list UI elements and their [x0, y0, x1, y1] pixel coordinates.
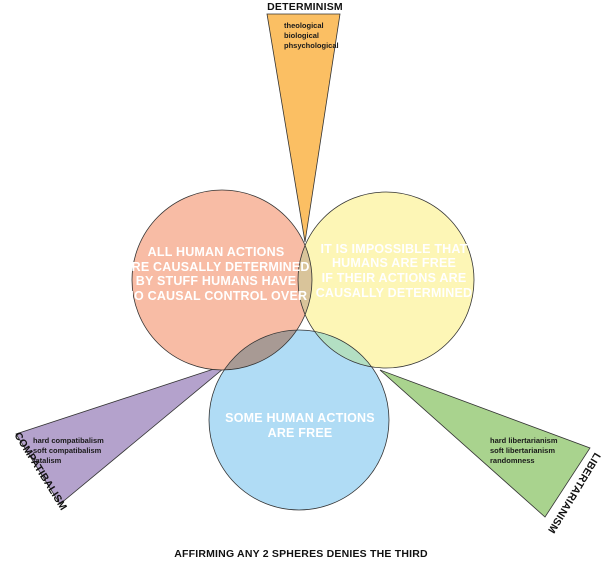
circle-bottom [209, 330, 389, 510]
circle-left-line-3: BY STUFF HUMANS HAVE [136, 274, 297, 288]
circle-left [132, 190, 312, 370]
circle-left-line-1: ALL HUMAN ACTIONS [148, 245, 285, 259]
footer-caption: AFFIRMING ANY 2 SPHERES DENIES THE THIRD [174, 548, 428, 560]
libertarianism-item-3: randomness [490, 456, 535, 465]
compatibalism-cone [15, 363, 230, 505]
circle-right-line-3: IF THEIR ACTIONS ARE [322, 271, 467, 285]
compatibalism-item-2: soft compatibalism [33, 446, 102, 455]
libertarianism-cone [379, 369, 591, 518]
determinism-item-1: theological [284, 21, 324, 30]
circle-right-line-2: HUMANS ARE FREE [332, 256, 456, 270]
libertarianism-item-2: soft libertarianism [490, 446, 555, 455]
circle-right-line-1: IT IS IMPOSSIBLE THAT [320, 242, 467, 256]
circle-right-line-4: CAUSALLY DETERMINED [316, 286, 473, 300]
circle-bottom-line-1: SOME HUMAN ACTIONS [225, 411, 375, 425]
determinism-item-3: phsychological [284, 41, 339, 50]
compatibalism-item-1: hard compatibalism [33, 436, 104, 445]
circle-left-line-4: NO CAUSAL CONTROL OVER [125, 289, 307, 303]
circle-right [298, 192, 474, 368]
libertarianism-item-1: hard libertarianism [490, 436, 558, 445]
compatibalism-item-3: fatalism [33, 456, 62, 465]
circle-left-line-2: ARE CAUSALLY DETERMINED [122, 260, 309, 274]
determinism-item-2: biological [284, 31, 319, 40]
determinism-title: DETERMINISM [267, 1, 343, 13]
determinism-cone [266, 13, 341, 243]
circle-bottom-line-2: ARE FREE [268, 426, 333, 440]
